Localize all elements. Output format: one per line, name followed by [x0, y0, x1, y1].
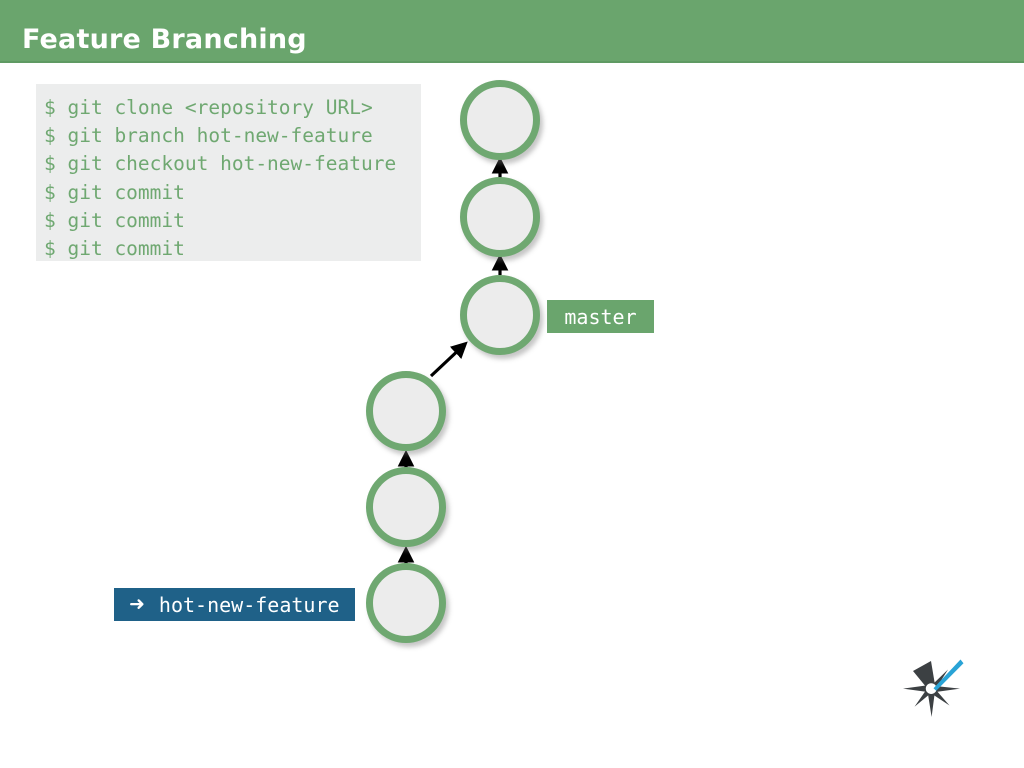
commit-node-feature-1[interactable]: [366, 563, 446, 643]
branch-label-hot-new-feature-text: hot-new-feature: [158, 592, 340, 617]
code-line: $ git commit: [44, 237, 185, 261]
starburst-logo: [903, 659, 964, 717]
branch-label-master[interactable]: master: [547, 300, 654, 333]
commit-node-master-3[interactable]: [460, 80, 540, 160]
logo-accent-ray: [933, 659, 964, 691]
code-line: $ git commit: [44, 180, 185, 204]
code-block: $ git clone <repository URL> $ git branc…: [36, 84, 421, 261]
code-line: $ git branch hot-new-feature: [44, 124, 373, 148]
code-line: $ git checkout hot-new-feature: [44, 152, 397, 176]
branch-label-master-text: master: [564, 304, 637, 329]
arrow-right-icon: ➜: [129, 593, 145, 615]
starburst-icon: [903, 661, 960, 717]
page-title: Feature Branching: [22, 24, 307, 55]
commit-node-master-2[interactable]: [460, 177, 540, 257]
commit-node-master-1[interactable]: [460, 275, 540, 355]
code-line: $ git commit: [44, 208, 185, 232]
commit-node-feature-2[interactable]: [366, 467, 446, 547]
code-line: $ git clone <repository URL>: [44, 96, 373, 119]
slide-header-bar: Feature Branching: [0, 0, 1024, 63]
edge-feature-to-master: [429, 341, 468, 378]
branch-label-hot-new-feature[interactable]: ➜ hot-new-feature: [114, 588, 355, 621]
commit-node-feature-3[interactable]: [366, 371, 446, 451]
